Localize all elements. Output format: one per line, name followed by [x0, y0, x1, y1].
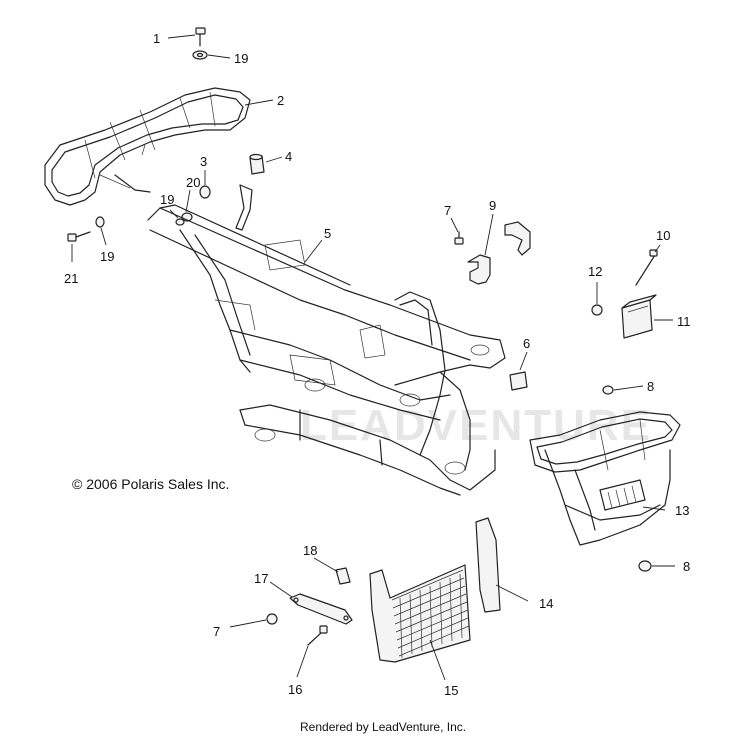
callout-15: 15 [444, 683, 458, 698]
callout-5: 5 [324, 226, 331, 241]
copyright-text: © 2006 Polaris Sales Inc. [72, 476, 229, 492]
callout-7a: 7 [444, 203, 451, 218]
part-module-11 [621, 294, 657, 339]
callout-12: 12 [588, 264, 602, 279]
callout-11: 11 [677, 314, 691, 329]
callout-3: 3 [200, 154, 207, 169]
part-frame-5 [147, 184, 506, 496]
callout-19c: 19 [100, 249, 114, 264]
part-bolt-1 [195, 27, 206, 47]
part-spacer-4 [249, 153, 265, 175]
callout-9: 9 [489, 198, 496, 213]
part-screw-8-lower [638, 560, 652, 572]
part-bracket-9 [467, 221, 531, 285]
leader-lines [71, 34, 675, 681]
part-bolt-7-upper [454, 231, 464, 245]
callout-21: 21 [64, 271, 78, 286]
callout-6: 6 [523, 336, 530, 351]
part-washer-19-mid [175, 218, 185, 226]
part-screw-8-upper [602, 385, 614, 395]
callout-2: 2 [277, 93, 284, 108]
callout-labels: 1 19 2 3 4 20 19 21 19 5 7 9 10 12 11 6 … [64, 31, 691, 698]
callout-4: 4 [285, 149, 292, 164]
callout-10: 10 [656, 228, 670, 243]
callout-7b: 7 [213, 624, 220, 639]
callout-16: 16 [288, 682, 302, 697]
callout-8b: 8 [683, 559, 690, 574]
part-block-6 [509, 371, 528, 391]
part-washer-19-top [192, 50, 208, 60]
part-strap-17 [289, 593, 353, 625]
part-clip-18 [335, 567, 351, 585]
part-nut-3 [199, 185, 211, 199]
callout-17: 17 [254, 571, 268, 586]
watermark-text: LEADVENTURE [300, 401, 652, 450]
part-bolt-16 [307, 625, 328, 646]
part-washer-19-left [95, 216, 105, 228]
part-bolt-7-lower [266, 613, 278, 625]
callout-1: 1 [153, 31, 160, 46]
callout-14: 14 [539, 596, 553, 611]
part-grille-15 [369, 564, 471, 663]
part-nut-12 [591, 304, 603, 316]
part-panel-14 [475, 517, 501, 613]
callout-19b: 19 [160, 192, 174, 207]
callout-8a: 8 [647, 379, 654, 394]
callout-20: 20 [186, 175, 200, 190]
part-rear-rack-2 [44, 87, 251, 206]
callout-19a: 19 [234, 51, 248, 66]
callout-18: 18 [303, 543, 317, 558]
callout-13: 13 [675, 503, 689, 518]
part-bolt-21 [67, 231, 91, 242]
part-bolt-10 [635, 249, 658, 286]
part-front-rack-13 [529, 411, 681, 546]
credit-text: Rendered by LeadVenture, Inc. [300, 720, 466, 734]
